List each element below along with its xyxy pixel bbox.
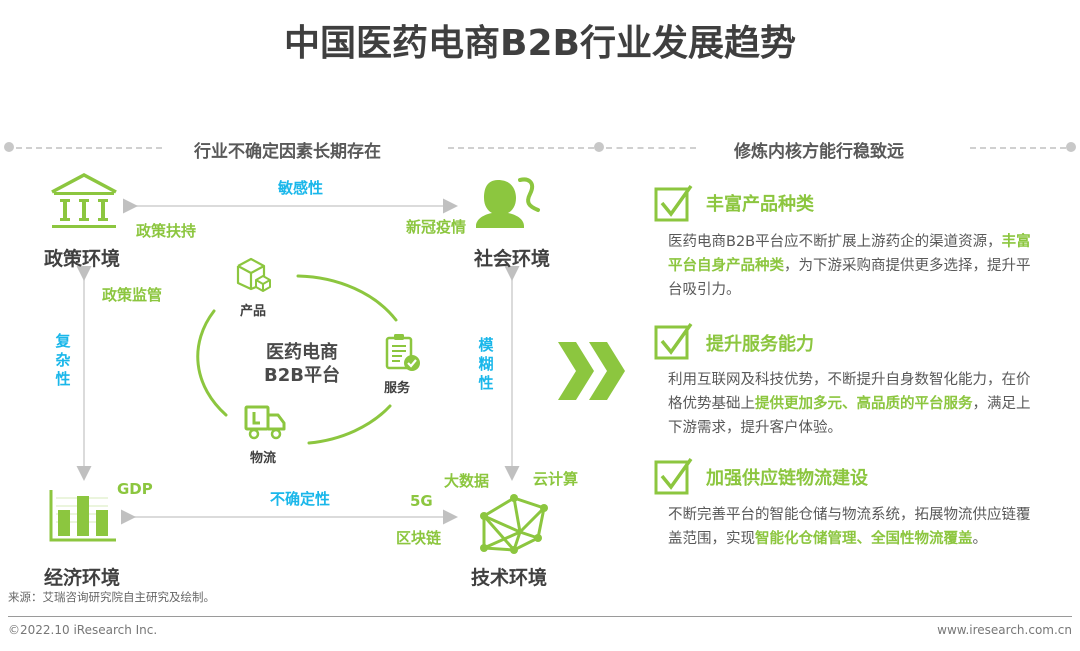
network-mesh-icon bbox=[480, 494, 548, 554]
5g-label: 5G bbox=[410, 492, 433, 510]
divider-dot bbox=[4, 142, 14, 152]
divider-dash bbox=[970, 147, 1066, 149]
divider-dash bbox=[448, 147, 594, 149]
economic-environment-label: 经济环境 bbox=[44, 567, 121, 589]
cloud-computing-label: 云计算 bbox=[533, 470, 579, 488]
product-box-icon bbox=[236, 257, 271, 292]
trend-card-1-body: 医药电商B2B平台应不断扩展上游药企的渠道资源，丰富平台自身产品种类，为下游采购… bbox=[668, 234, 1031, 298]
divider-dash bbox=[606, 147, 696, 149]
service-node-label: 服务 bbox=[384, 381, 411, 396]
relation-arrows bbox=[76, 198, 520, 525]
delivery-truck-icon bbox=[244, 405, 286, 440]
trend-card-3-body: 不断完善平台的智能仓储与物流系统，拓展物流供应链覆盖范围，实现智能化仓储管理、全… bbox=[668, 507, 1031, 547]
platform-center-label: 医药电商 B2B平台 bbox=[264, 342, 340, 386]
people-icon bbox=[476, 177, 540, 228]
gdp-label: GDP bbox=[117, 480, 153, 498]
checkbox-checked-icon bbox=[654, 457, 693, 495]
trend-card-2 bbox=[654, 322, 694, 364]
policy-environment-label: 政策环境 bbox=[44, 248, 121, 270]
page-title: 中国医药电商B2B行业发展趋势 bbox=[284, 23, 796, 64]
product-node-label: 产品 bbox=[240, 304, 267, 319]
complexity-label: 复 杂 性 bbox=[55, 332, 71, 388]
policy-regulation-label: 政策监管 bbox=[102, 286, 163, 304]
clipboard-check-icon bbox=[385, 334, 420, 371]
uncertainty-label: 不确定性 bbox=[270, 490, 331, 508]
trend-card-2-body: 利用互联网及科技优势，不断提升自身数智化能力，在价格优势基础上提供更加多元、高品… bbox=[668, 372, 1031, 436]
trend-card-3-title: 加强供应链物流建设 bbox=[706, 468, 868, 489]
ambiguity-label: 模 糊 性 bbox=[478, 336, 494, 392]
trend-card-1 bbox=[654, 184, 694, 226]
website-link[interactable]: www.iresearch.com.cn bbox=[937, 623, 1072, 637]
big-data-label: 大数据 bbox=[444, 472, 490, 490]
divider-dash bbox=[16, 147, 162, 149]
social-environment-label: 社会环境 bbox=[474, 248, 551, 270]
divider-dot bbox=[594, 142, 604, 152]
trend-card-2-title: 提升服务能力 bbox=[706, 334, 814, 355]
covid-label: 新冠疫情 bbox=[406, 218, 467, 236]
sensitivity-label: 敏感性 bbox=[278, 179, 324, 197]
checkbox-checked-icon bbox=[654, 184, 693, 222]
double-chevron-right-icon bbox=[558, 342, 625, 400]
policy-support-label: 政策扶持 bbox=[136, 222, 197, 240]
right-section-heading: 修炼内核方能行稳致远 bbox=[734, 142, 904, 162]
divider-dot bbox=[1066, 142, 1076, 152]
trend-card-3 bbox=[654, 457, 694, 499]
government-building-icon bbox=[51, 173, 117, 228]
trend-card-1-title: 丰富产品种类 bbox=[706, 194, 814, 215]
checkbox-checked-icon bbox=[654, 322, 693, 360]
copyright: ©2022.10 iResearch Inc. bbox=[8, 623, 158, 637]
left-section-heading: 行业不确定因素长期存在 bbox=[194, 142, 381, 162]
footer-divider bbox=[8, 616, 1072, 617]
blockchain-label: 区块链 bbox=[396, 529, 442, 547]
logistics-node-label: 物流 bbox=[250, 451, 277, 466]
bar-chart-icon bbox=[49, 490, 116, 542]
source-note: 来源：艾瑞咨询研究院自主研究及绘制。 bbox=[8, 590, 215, 604]
tech-environment-label: 技术环境 bbox=[471, 567, 548, 589]
